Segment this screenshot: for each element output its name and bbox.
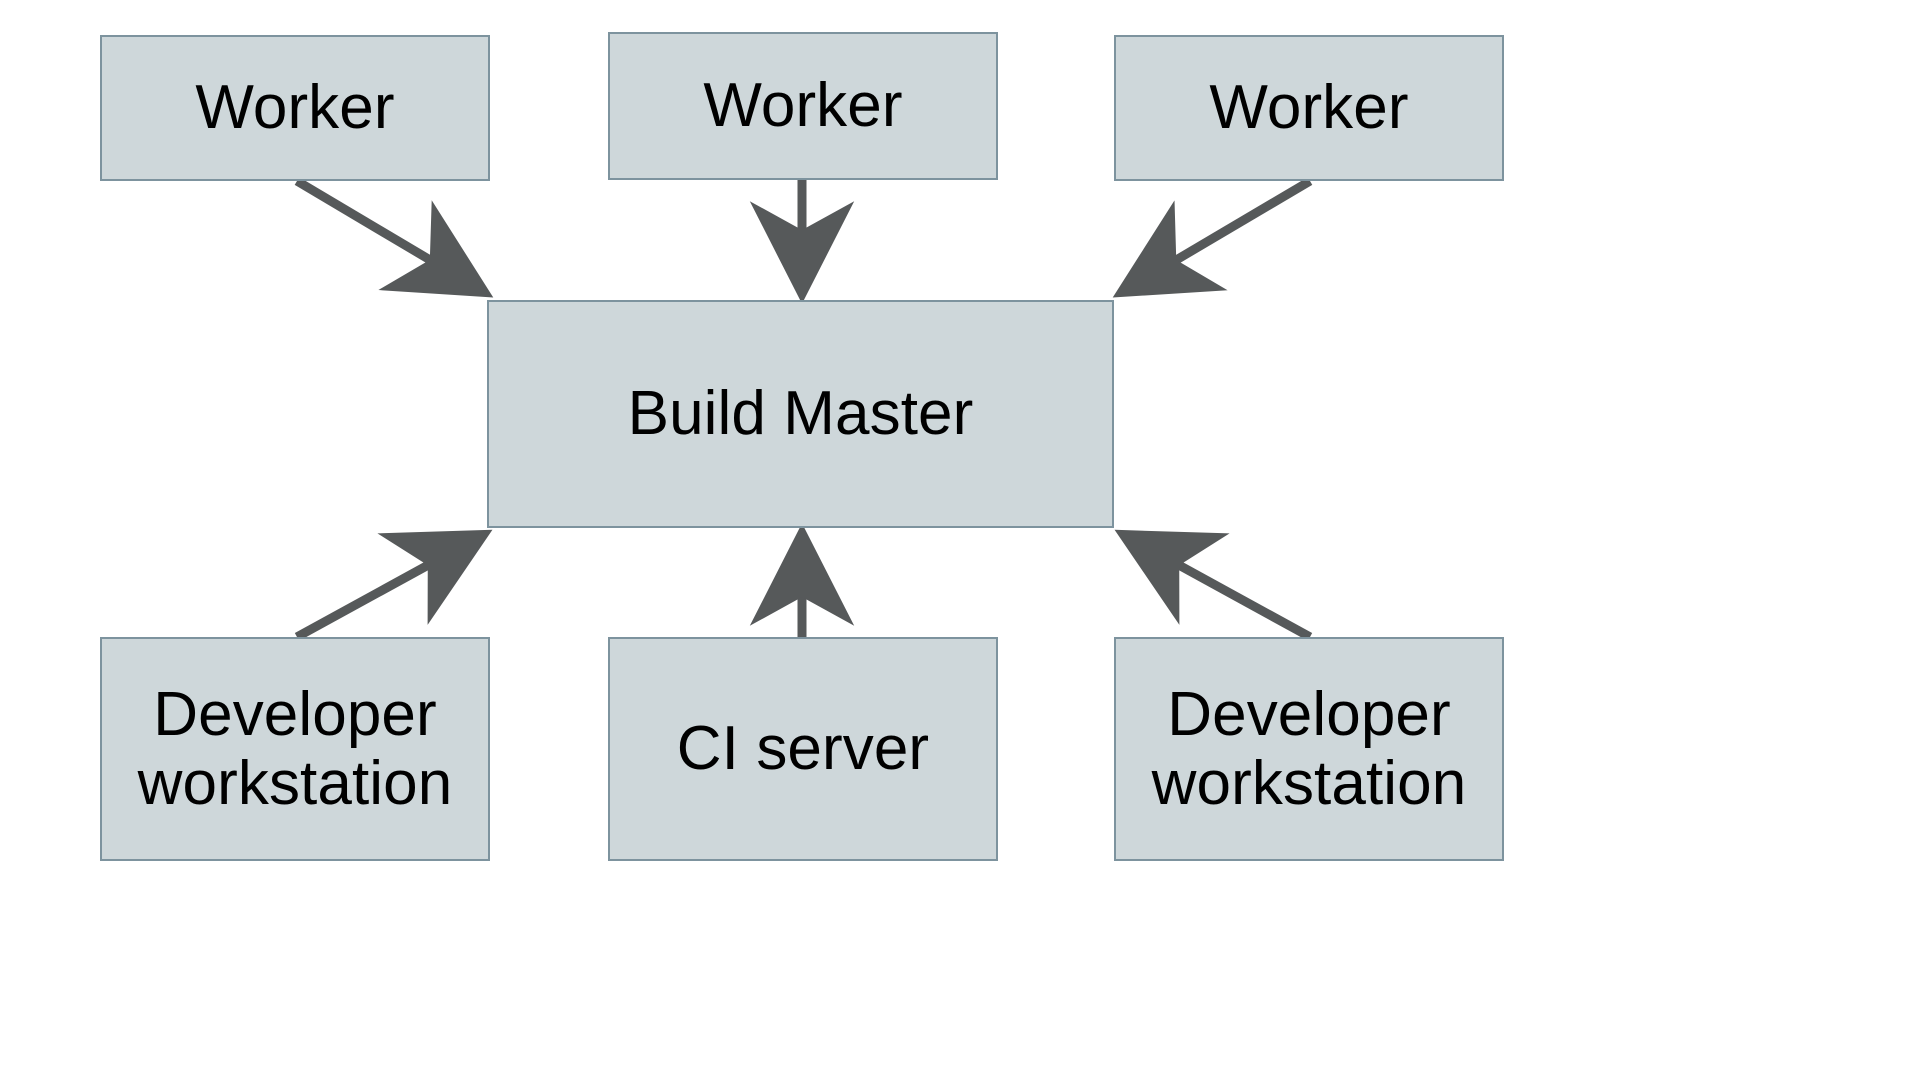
edge-worker-3-to-master (1112, 177, 1313, 298)
node-label: Worker (703, 71, 903, 141)
node-developer-workstation-1[interactable]: Developer workstation (100, 637, 490, 861)
node-worker-1[interactable]: Worker (100, 35, 490, 181)
edge-developer-workstation-2-to-master (1114, 529, 1313, 641)
node-label: Developer workstation (137, 679, 453, 818)
node-label: CI server (676, 714, 930, 784)
node-developer-workstation-2[interactable]: Developer workstation (1114, 637, 1504, 861)
edge-developer-workstation-1-to-master (294, 529, 493, 641)
node-label: Worker (1209, 73, 1409, 143)
edge-worker-1-to-master (294, 177, 494, 298)
node-label: Build Master (627, 379, 974, 449)
node-label: Worker (195, 73, 395, 143)
node-ci-server[interactable]: CI server (608, 637, 998, 861)
node-label: Developer workstation (1151, 679, 1467, 818)
node-build-master[interactable]: Build Master (487, 300, 1114, 528)
node-worker-2[interactable]: Worker (608, 32, 998, 180)
node-worker-3[interactable]: Worker (1114, 35, 1504, 181)
